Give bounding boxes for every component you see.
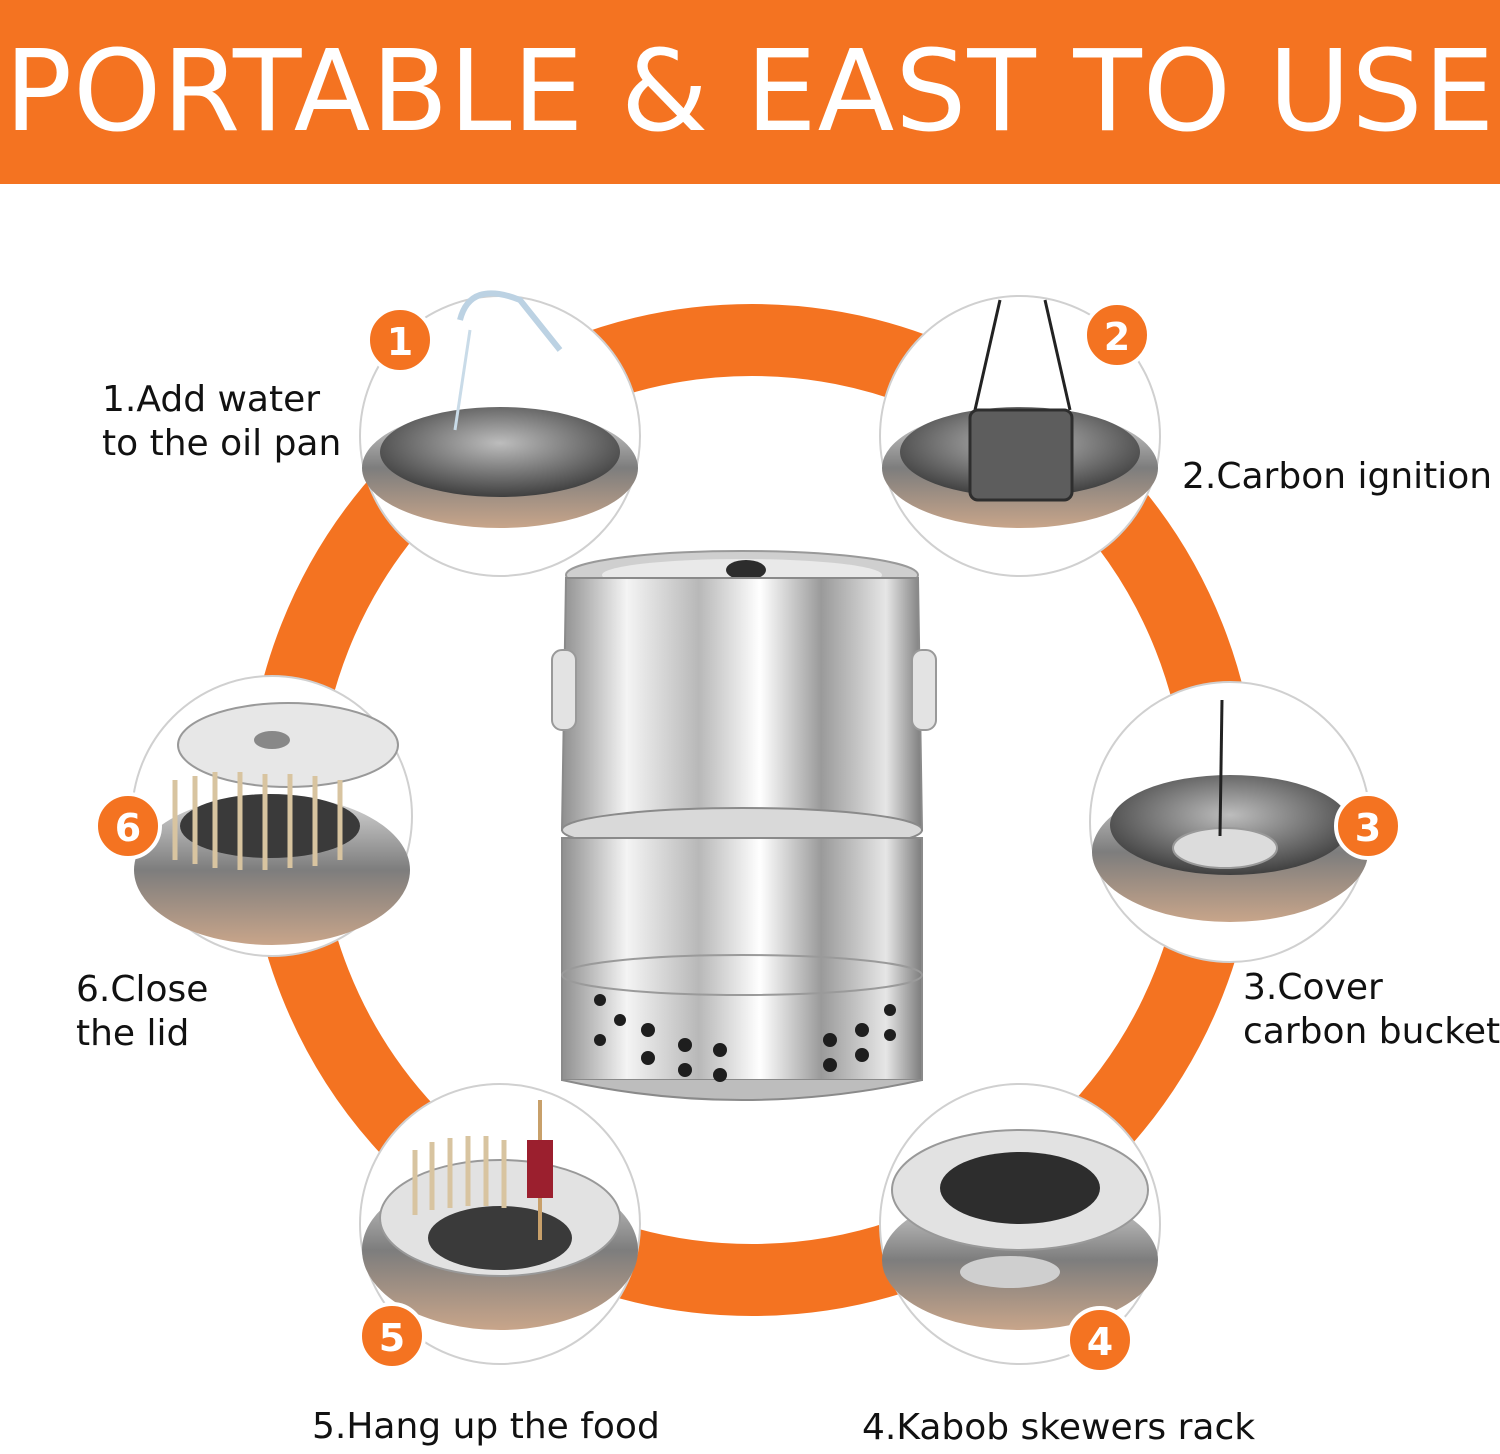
step-1-label: 1.Add water to the oil pan	[102, 378, 341, 466]
step-4-line-1: 4.Kabob skewers rack	[862, 1407, 1256, 1448]
step-5-photo	[359, 1083, 641, 1365]
step-3-badge: 3	[1334, 792, 1402, 860]
step-6-label: 6.Close the lid	[76, 968, 208, 1056]
step-1-line-1: 1.Add water	[102, 379, 321, 420]
step-6-line-2: the lid	[76, 1013, 190, 1054]
step-3-label: 3.Cover carbon bucket	[1243, 966, 1500, 1054]
step-2-photo	[879, 295, 1161, 577]
step-3-photo	[1089, 681, 1371, 963]
step-4-badge: 4	[1066, 1306, 1134, 1374]
step-6-badge: 6	[94, 792, 162, 860]
product-illustration: 1 2 3 4	[94, 290, 1402, 1374]
header-banner: PORTABLE & EAST TO USE	[0, 0, 1500, 184]
svg-text:6: 6	[115, 806, 141, 850]
svg-text:5: 5	[379, 1316, 405, 1360]
step-4-photo	[879, 1083, 1161, 1365]
step-6-photo	[131, 675, 413, 957]
step-2-badge: 2	[1083, 301, 1151, 369]
step-1-photo	[359, 290, 641, 577]
step-2-line-1: 2.Carbon ignition	[1182, 456, 1493, 497]
smoker-bucket	[551, 550, 937, 1101]
step-5-label: 5.Hang up the food	[312, 1405, 660, 1449]
step-4-label: 4.Kabob skewers rack	[862, 1406, 1255, 1450]
svg-text:1: 1	[387, 320, 413, 364]
step-1-badge: 1	[366, 306, 434, 374]
page-title: PORTABLE & EAST TO USE	[4, 27, 1496, 157]
step-3-line-2: carbon bucket	[1243, 1011, 1500, 1052]
step-1-line-2: to the oil pan	[102, 423, 342, 464]
step-5-badge: 5	[358, 1302, 426, 1370]
step-2-label: 2.Carbon ignition	[1182, 455, 1492, 499]
step-6-line-1: 6.Close	[76, 969, 209, 1010]
step-3-line-1: 3.Cover	[1243, 967, 1383, 1008]
svg-text:4: 4	[1087, 1320, 1113, 1364]
svg-text:3: 3	[1355, 806, 1381, 850]
step-5-line-1: 5.Hang up the food	[312, 1406, 660, 1447]
svg-text:2: 2	[1104, 315, 1130, 359]
